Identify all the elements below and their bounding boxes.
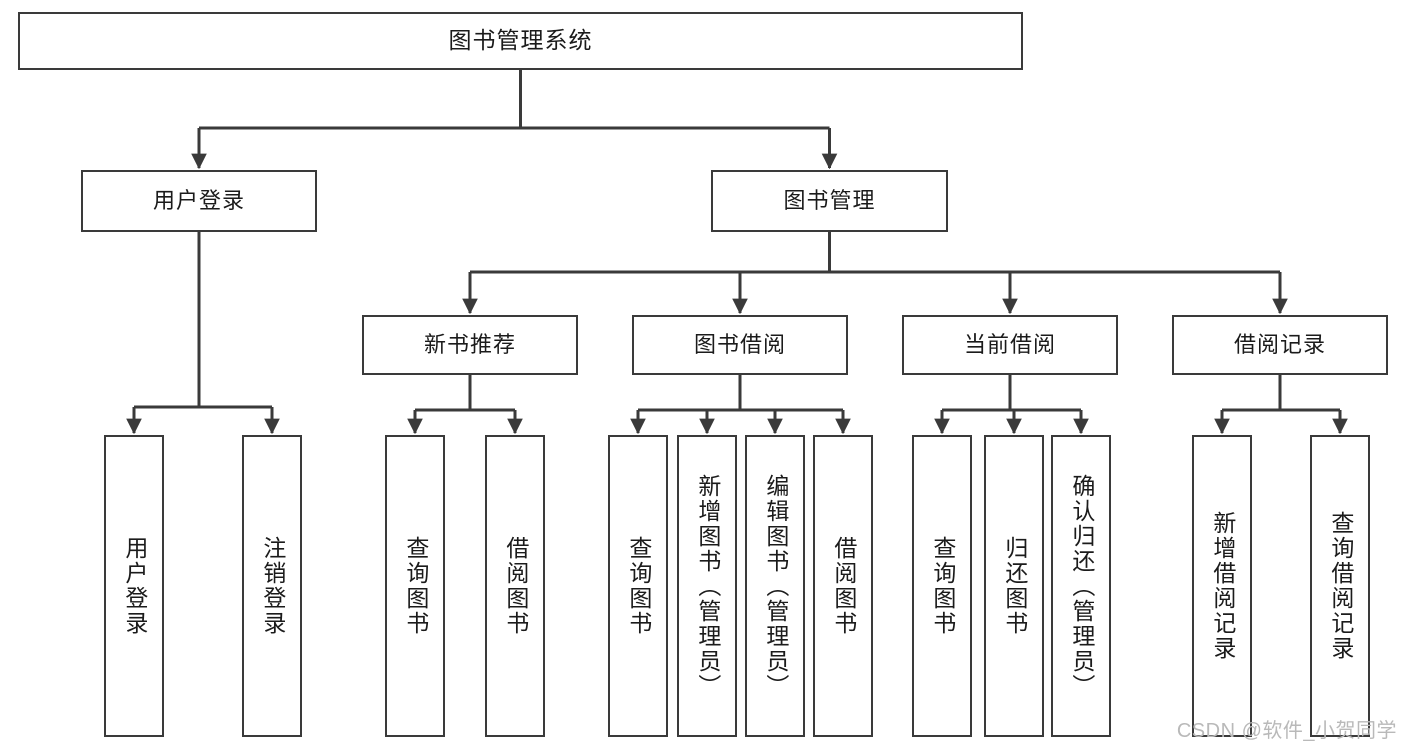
node-root[interactable]: 图书管理系统 — [18, 12, 1023, 70]
node-label: 查询借阅记录 — [1327, 511, 1354, 661]
leaf-borrow-book-recommend[interactable]: 借阅图书 — [485, 435, 545, 737]
leaf-query-book-recommend[interactable]: 查询图书 — [385, 435, 445, 737]
leaf-add-book-admin[interactable]: 新增图书（管理员） — [677, 435, 737, 737]
leaf-add-borrow-record[interactable]: 新增借阅记录 — [1192, 435, 1252, 737]
node-label: 归还图书 — [1001, 536, 1028, 636]
node-borrow-record[interactable]: 借阅记录 — [1172, 315, 1388, 375]
node-label: 用户登录 — [152, 187, 245, 213]
leaf-logout-login[interactable]: 注销登录 — [242, 435, 302, 737]
node-label: 注销登录 — [259, 536, 286, 636]
node-label: 用户登录 — [121, 536, 148, 636]
node-label: 确认归还（管理员） — [1068, 473, 1095, 699]
node-current-borrow[interactable]: 当前借阅 — [902, 315, 1118, 375]
leaf-return-book[interactable]: 归还图书 — [984, 435, 1044, 737]
node-label: 新增借阅记录 — [1209, 511, 1236, 661]
leaf-user-login[interactable]: 用户登录 — [104, 435, 164, 737]
node-label: 查询图书 — [402, 536, 429, 636]
leaf-edit-book-admin[interactable]: 编辑图书（管理员） — [745, 435, 805, 737]
node-label: 图书管理系统 — [448, 27, 593, 54]
leaf-query-book-current[interactable]: 查询图书 — [912, 435, 972, 737]
node-book-manage[interactable]: 图书管理 — [711, 170, 948, 232]
leaf-borrow-book[interactable]: 借阅图书 — [813, 435, 873, 737]
node-new-book-recommend[interactable]: 新书推荐 — [362, 315, 578, 375]
node-label: 查询图书 — [625, 536, 652, 636]
node-label: 编辑图书（管理员） — [762, 473, 789, 699]
node-label: 查询图书 — [929, 536, 956, 636]
node-user-login[interactable]: 用户登录 — [81, 170, 317, 232]
leaf-query-book-borrow[interactable]: 查询图书 — [608, 435, 668, 737]
node-book-borrow[interactable]: 图书借阅 — [632, 315, 848, 375]
node-label: 图书借阅 — [693, 331, 786, 357]
node-label: 借阅记录 — [1233, 331, 1326, 357]
node-label: 新增图书（管理员） — [694, 473, 721, 699]
node-label: 借阅图书 — [830, 536, 857, 636]
leaf-confirm-return-admin[interactable]: 确认归还（管理员） — [1051, 435, 1111, 737]
leaf-query-borrow-record[interactable]: 查询借阅记录 — [1310, 435, 1370, 737]
node-label: 新书推荐 — [423, 331, 516, 357]
node-label: 当前借阅 — [963, 331, 1056, 357]
node-label: 借阅图书 — [502, 536, 529, 636]
node-label: 图书管理 — [783, 187, 876, 213]
csdn-watermark: CSDN @软件_小贺同学 — [1176, 720, 1397, 742]
